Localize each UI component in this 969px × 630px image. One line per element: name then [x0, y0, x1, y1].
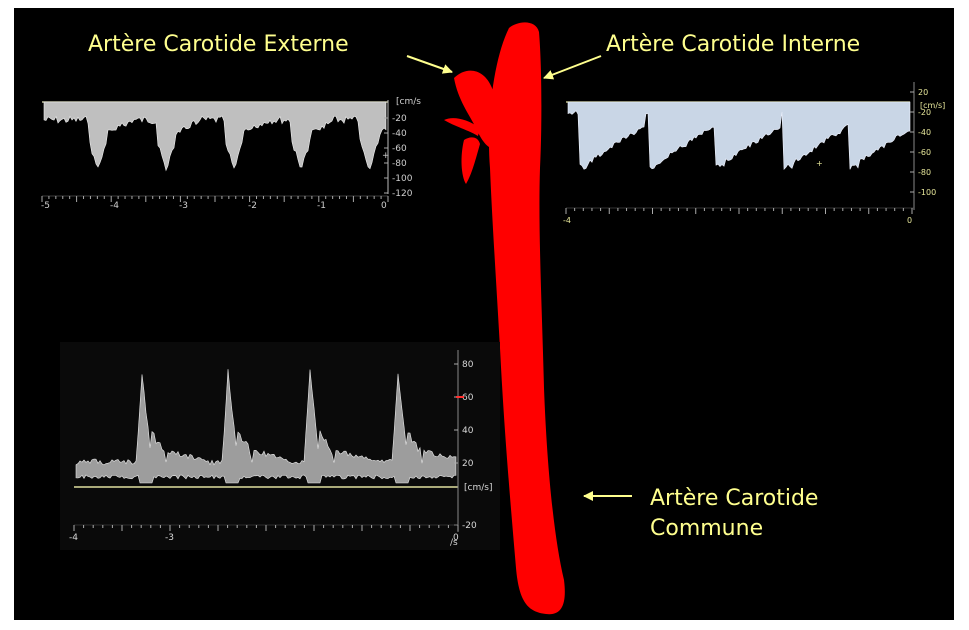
- label-common-carotid-line2: Commune: [650, 516, 764, 541]
- label-common-carotid-line1: Artère Carotide: [650, 486, 819, 511]
- doppler-panel-common: [cm/s] 80 60 40 20 -20 -4 -3 0 /s: [60, 342, 500, 550]
- x-tick-label: -3: [179, 201, 188, 211]
- label-internal-carotid: Artère Carotide Interne: [606, 32, 861, 57]
- y-tick-label: -40: [918, 128, 931, 137]
- x-tick-label: -1: [317, 201, 326, 211]
- arrow-external: [406, 55, 453, 74]
- x-tick-label: -3: [165, 533, 174, 543]
- y-tick-label: 40: [462, 426, 474, 436]
- y-tick-label: 20: [462, 459, 474, 469]
- y-tick-label: -80: [918, 168, 931, 177]
- x-tick-label: -4: [69, 533, 78, 543]
- x-tick-label: 0: [453, 533, 459, 543]
- y-tick-label: -20: [462, 521, 477, 531]
- y-unit: [cm/s]: [920, 101, 945, 110]
- arrow-internal: [543, 55, 602, 80]
- y-tick-label: -100: [392, 174, 413, 184]
- y-tick-label: -20: [918, 108, 931, 117]
- doppler-figure: Artère Carotide Externe Artère Carotide …: [14, 8, 954, 620]
- y-tick-label: -120: [392, 189, 413, 199]
- y-tick-label: 80: [462, 360, 474, 370]
- doppler-panel-external: + [cm/s -20 -40 -60 -80 -100 -120 -5 -4 -3 -2 -1 0: [38, 96, 421, 211]
- cursor-mark: +: [816, 159, 823, 168]
- x-tick-label: -4: [110, 201, 119, 211]
- y-tick-label: -60: [392, 144, 407, 154]
- y-tick-label: -100: [918, 188, 936, 197]
- x-tick-label: -5: [41, 201, 50, 211]
- y-unit: [cm/s]: [464, 483, 492, 493]
- cursor-mark: +: [382, 151, 390, 161]
- x-tick-label: -4: [563, 216, 571, 225]
- y-tick-label: 20: [918, 88, 928, 97]
- artery-illustration: [406, 22, 632, 615]
- x-tick-label: -2: [248, 201, 257, 211]
- carotid-artery: [444, 22, 565, 615]
- x-tick-label: 0: [907, 216, 912, 225]
- label-external-carotid: Artère Carotide Externe: [88, 32, 349, 57]
- y-tick-label: 60: [462, 393, 474, 403]
- x-unit: /s: [450, 538, 458, 548]
- y-tick-label: -20: [392, 114, 407, 124]
- y-tick-label: -40: [392, 129, 407, 139]
- y-unit: [cm/s: [396, 97, 421, 107]
- y-tick-label: -80: [392, 159, 407, 169]
- y-tick-label: -60: [918, 148, 931, 157]
- x-tick-label: 0: [381, 201, 387, 211]
